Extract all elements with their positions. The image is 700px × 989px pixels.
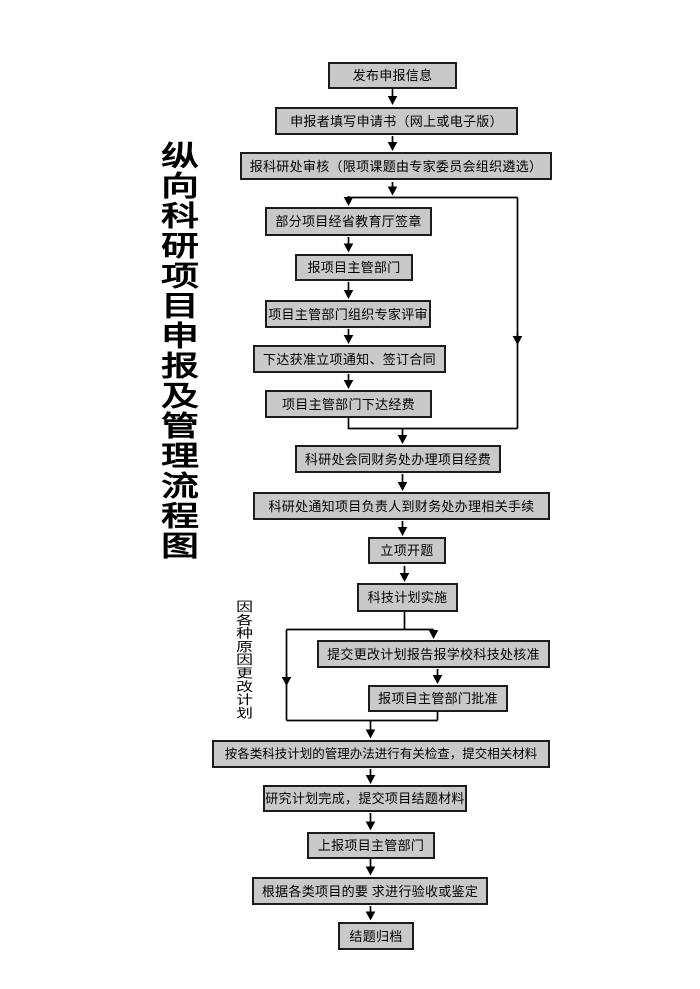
flow-step-expert-review: 项目主管部门组织专家评审 bbox=[265, 300, 431, 328]
change-plan-reason-label: 因各种原因更改计划 bbox=[233, 600, 253, 720]
flow-step-publish-info: 发布申报信息 bbox=[328, 62, 457, 89]
merge-line-funds bbox=[347, 418, 518, 430]
flow-step-project-kickoff: 立项开题 bbox=[368, 537, 446, 564]
flow-step-fill-application: 申报者填写申请书（网上或电子版） bbox=[275, 107, 518, 135]
flow-step-inspection-materials: 按各类科技计划的管理办法进行有关检查，提交相关材料 bbox=[212, 740, 550, 768]
flow-step-plan-implementation: 科技计划实施 bbox=[357, 583, 458, 612]
flow-step-authority-issues-funds: 项目主管部门下达经费 bbox=[265, 390, 432, 418]
flow-step-approval-notice-contract: 下达获准立项通知、签订合同 bbox=[253, 345, 446, 373]
flow-step-archive: 结题归档 bbox=[338, 922, 414, 950]
flow-step-acceptance-appraisal: 根据各类项目的要 求进行验收或鉴定 bbox=[252, 877, 488, 905]
flow-step-report-to-authority: 上报项目主管部门 bbox=[307, 832, 435, 859]
diagram-title: 纵向科研项目申报及管理流程图 bbox=[155, 141, 198, 561]
flow-step-education-dept-seal: 部分项目经省教育厅签章 bbox=[265, 207, 432, 236]
flow-step-notify-finance-procedures: 科研处通知项目负责人到财务处办理相关手续 bbox=[253, 492, 550, 520]
flow-step-funds-with-finance: 科研处会同财务处办理项目经费 bbox=[295, 445, 501, 473]
flow-step-authority-approval: 报项目主管部门批准 bbox=[368, 685, 508, 712]
flow-step-report-authority: 报项目主管部门 bbox=[295, 254, 413, 281]
flow-step-completion-materials: 研究计划完成，提交项目结题材料 bbox=[263, 785, 467, 812]
flow-step-research-office-review: 报科研处审核（限项课题由专家委员会组织遴选） bbox=[240, 152, 552, 180]
flow-step-submit-change-report: 提交更改计划报告报学校科技处核准 bbox=[317, 640, 550, 668]
